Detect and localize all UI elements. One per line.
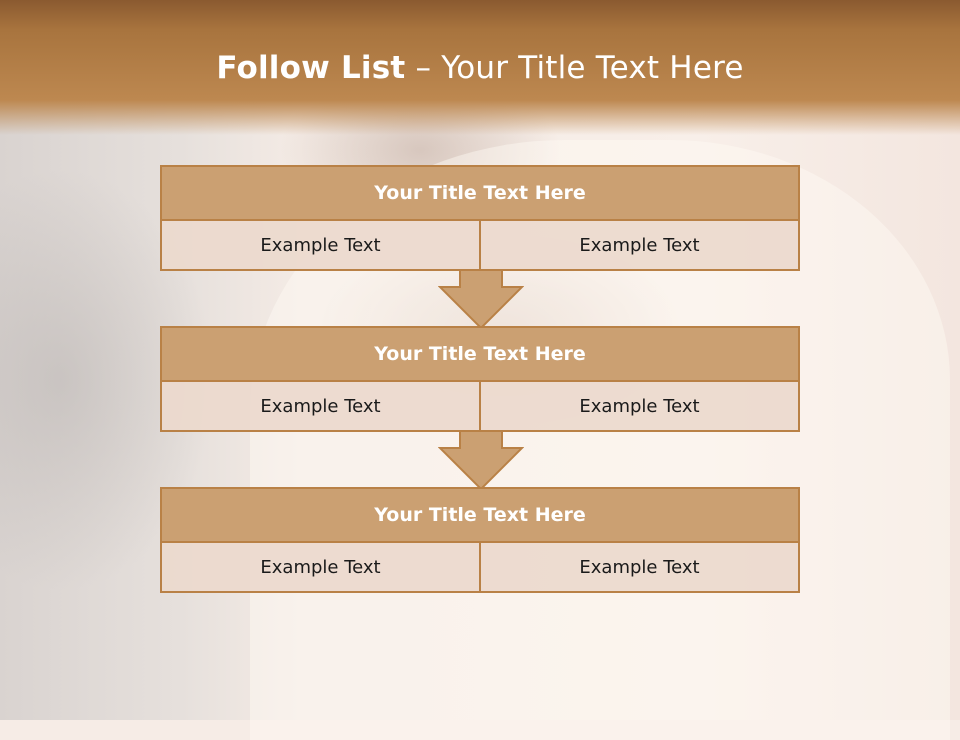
slide-title-rest: – Your Title Text Here <box>415 50 744 86</box>
list-block-2: Your Title Text Here Example Text Exampl… <box>160 326 800 432</box>
list-block-3: Your Title Text Here Example Text Exampl… <box>160 487 800 593</box>
block-row: Example Text Example Text <box>160 221 800 271</box>
block-title: Your Title Text Here <box>160 165 800 221</box>
slide-title: Follow List – Your Title Text Here <box>0 50 960 86</box>
block-cell-right: Example Text <box>481 382 800 432</box>
block-cell-left: Example Text <box>160 221 481 271</box>
block-cell-left: Example Text <box>160 543 481 593</box>
block-title: Your Title Text Here <box>160 487 800 543</box>
block-row: Example Text Example Text <box>160 543 800 593</box>
block-cell-right: Example Text <box>481 543 800 593</box>
list-block-1: Your Title Text Here Example Text Exampl… <box>160 165 800 271</box>
header-band <box>0 0 960 135</box>
down-arrow-icon <box>438 270 524 330</box>
block-row: Example Text Example Text <box>160 382 800 432</box>
down-arrow-icon <box>438 431 524 491</box>
block-cell-left: Example Text <box>160 382 481 432</box>
block-cell-right: Example Text <box>481 221 800 271</box>
block-title: Your Title Text Here <box>160 326 800 382</box>
slide-title-bold: Follow List <box>216 50 406 86</box>
